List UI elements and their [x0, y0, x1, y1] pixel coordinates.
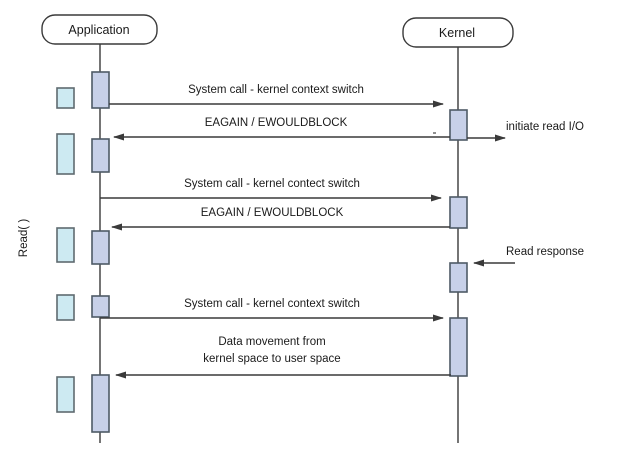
- kernel-activation-2: [449, 196, 468, 229]
- app-activation-5: [91, 374, 110, 433]
- application-actor-box: [41, 14, 158, 45]
- read-phase-box-2: [56, 133, 75, 175]
- read-phase-box-5: [56, 376, 75, 413]
- application-actor-label: Application: [68, 23, 129, 37]
- message-label-data-movement-line1: Data movement from: [218, 336, 325, 348]
- kernel-activation-1: [449, 109, 468, 141]
- read-phase-box-1: [56, 87, 75, 109]
- message-label-read-response: Read response: [506, 246, 584, 258]
- read-phase-box-4: [56, 294, 75, 321]
- message-label-eagain-1: EAGAIN / EWOULDBLOCK: [205, 117, 348, 129]
- app-activation-1: [91, 71, 110, 109]
- side-label-read: Read( ): [18, 219, 30, 258]
- message-label-initiate-read: initiate read I/O: [506, 121, 584, 133]
- message-label-sys-call-2: System call - kernel contect switch: [184, 178, 360, 190]
- message-label-sys-call-1: System call - kernel context switch: [188, 84, 364, 96]
- kernel-activation-3: [449, 262, 468, 293]
- app-activation-3: [91, 230, 110, 265]
- message-label-eagain-2: EAGAIN / EWOULDBLOCK: [201, 207, 344, 219]
- read-phase-box-3: [56, 227, 75, 263]
- kernel-actor-box: [402, 17, 514, 48]
- app-activation-4: [91, 295, 110, 318]
- message-label-data-movement-line2: kernel space to user space: [203, 353, 340, 365]
- kernel-actor-label: Kernel: [439, 26, 475, 40]
- app-activation-2: [91, 138, 110, 173]
- stray-dot: [433, 132, 436, 134]
- message-label-sys-call-3: System call - kernel context switch: [184, 298, 360, 310]
- kernel-activation-4: [449, 317, 468, 377]
